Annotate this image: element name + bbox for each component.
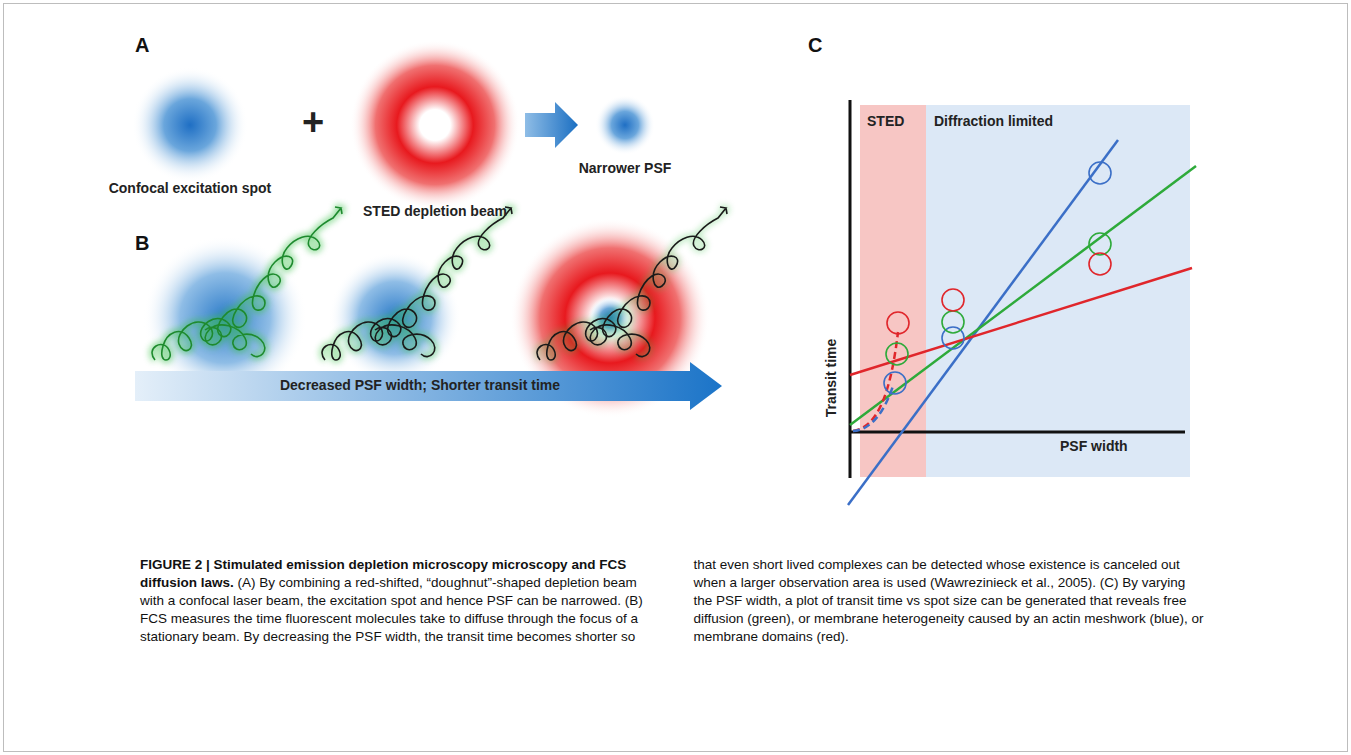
- panel-letter: C: [808, 34, 822, 57]
- arrow-label: Decreased PSF width; Shorter transit tim…: [280, 377, 560, 393]
- panel-letter: A: [135, 34, 149, 57]
- panel-letter: B: [135, 232, 149, 255]
- spot-label: Confocal excitation spot: [109, 180, 272, 196]
- spot-label: STED depletion beam: [363, 203, 507, 219]
- axis-label: Transit time: [823, 339, 839, 418]
- region-label: STED: [867, 113, 904, 129]
- figure-caption-block: FIGURE 2 | Stimulated emission depletion…: [140, 556, 1205, 646]
- spot-label: Narrower PSF: [579, 160, 672, 176]
- region-label: Diffraction limited: [934, 113, 1053, 129]
- plus-sign: +: [302, 101, 324, 144]
- axis-label: PSF width: [1060, 438, 1128, 454]
